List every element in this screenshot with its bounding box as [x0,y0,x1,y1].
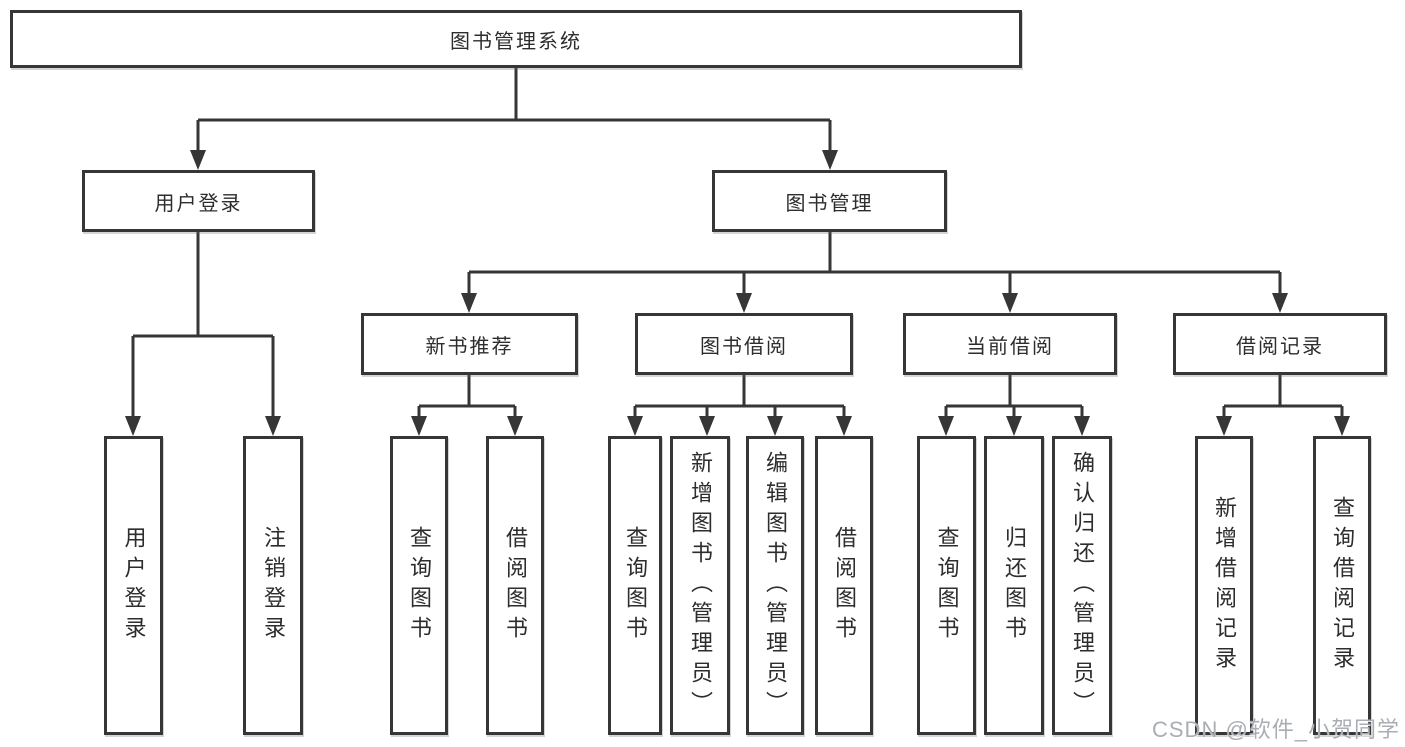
leaf-edit-books-admin: 编辑图书（管理员） [746,436,804,735]
leaf-label: 归还图书 [1002,525,1027,646]
node-book-borrowing: 图书借阅 [635,313,853,375]
leaf-label: 用户登录 [121,525,147,646]
node-root-system: 图书管理系统 [10,10,1022,68]
leaf-add-books-admin: 新增图书（管理员） [670,436,730,735]
leaf-label: 查询图书 [407,525,432,646]
leaf-add-borrow-record: 新增借阅记录 [1195,436,1253,735]
leaf-label: 新增图书（管理员） [688,450,713,721]
leaf-return-books: 归还图书 [984,436,1044,735]
leaf-label: 查询图书 [934,525,960,646]
leaf-logout: 注销登录 [243,436,303,735]
leaf-user-login: 用户登录 [104,436,163,735]
leaf-label: 借阅图书 [832,525,857,646]
leaf-label: 注销登录 [261,525,286,646]
leaf-query-borrow-record: 查询借阅记录 [1313,436,1371,735]
leaf-borrow-books: 借阅图书 [486,436,544,735]
node-new-book-recommend: 新书推荐 [361,313,578,375]
leaf-label: 新增借阅记录 [1212,495,1237,676]
leaf-query-books: 查询图书 [390,436,448,735]
leaf-confirm-return-admin: 确认归还（管理员） [1052,436,1112,735]
node-borrowing-records: 借阅记录 [1173,313,1387,375]
leaf-query-books: 查询图书 [608,436,662,735]
leaf-label: 查询图书 [623,525,648,646]
node-user-login-branch: 用户登录 [82,170,315,232]
node-current-borrowing: 当前借阅 [903,313,1117,375]
leaf-label: 确认归还（管理员） [1070,450,1095,721]
leaf-label: 借阅图书 [503,525,528,646]
leaf-label: 查询借阅记录 [1330,495,1355,676]
leaf-label: 编辑图书（管理员） [763,450,788,721]
csdn-watermark: CSDN @软件_小贺同学 [1152,717,1401,742]
leaf-query-books: 查询图书 [917,436,976,735]
leaf-borrow-books: 借阅图书 [815,436,873,735]
node-book-management-branch: 图书管理 [712,170,947,232]
connector-elbows [131,68,1344,420]
arrowheads [125,150,1350,436]
